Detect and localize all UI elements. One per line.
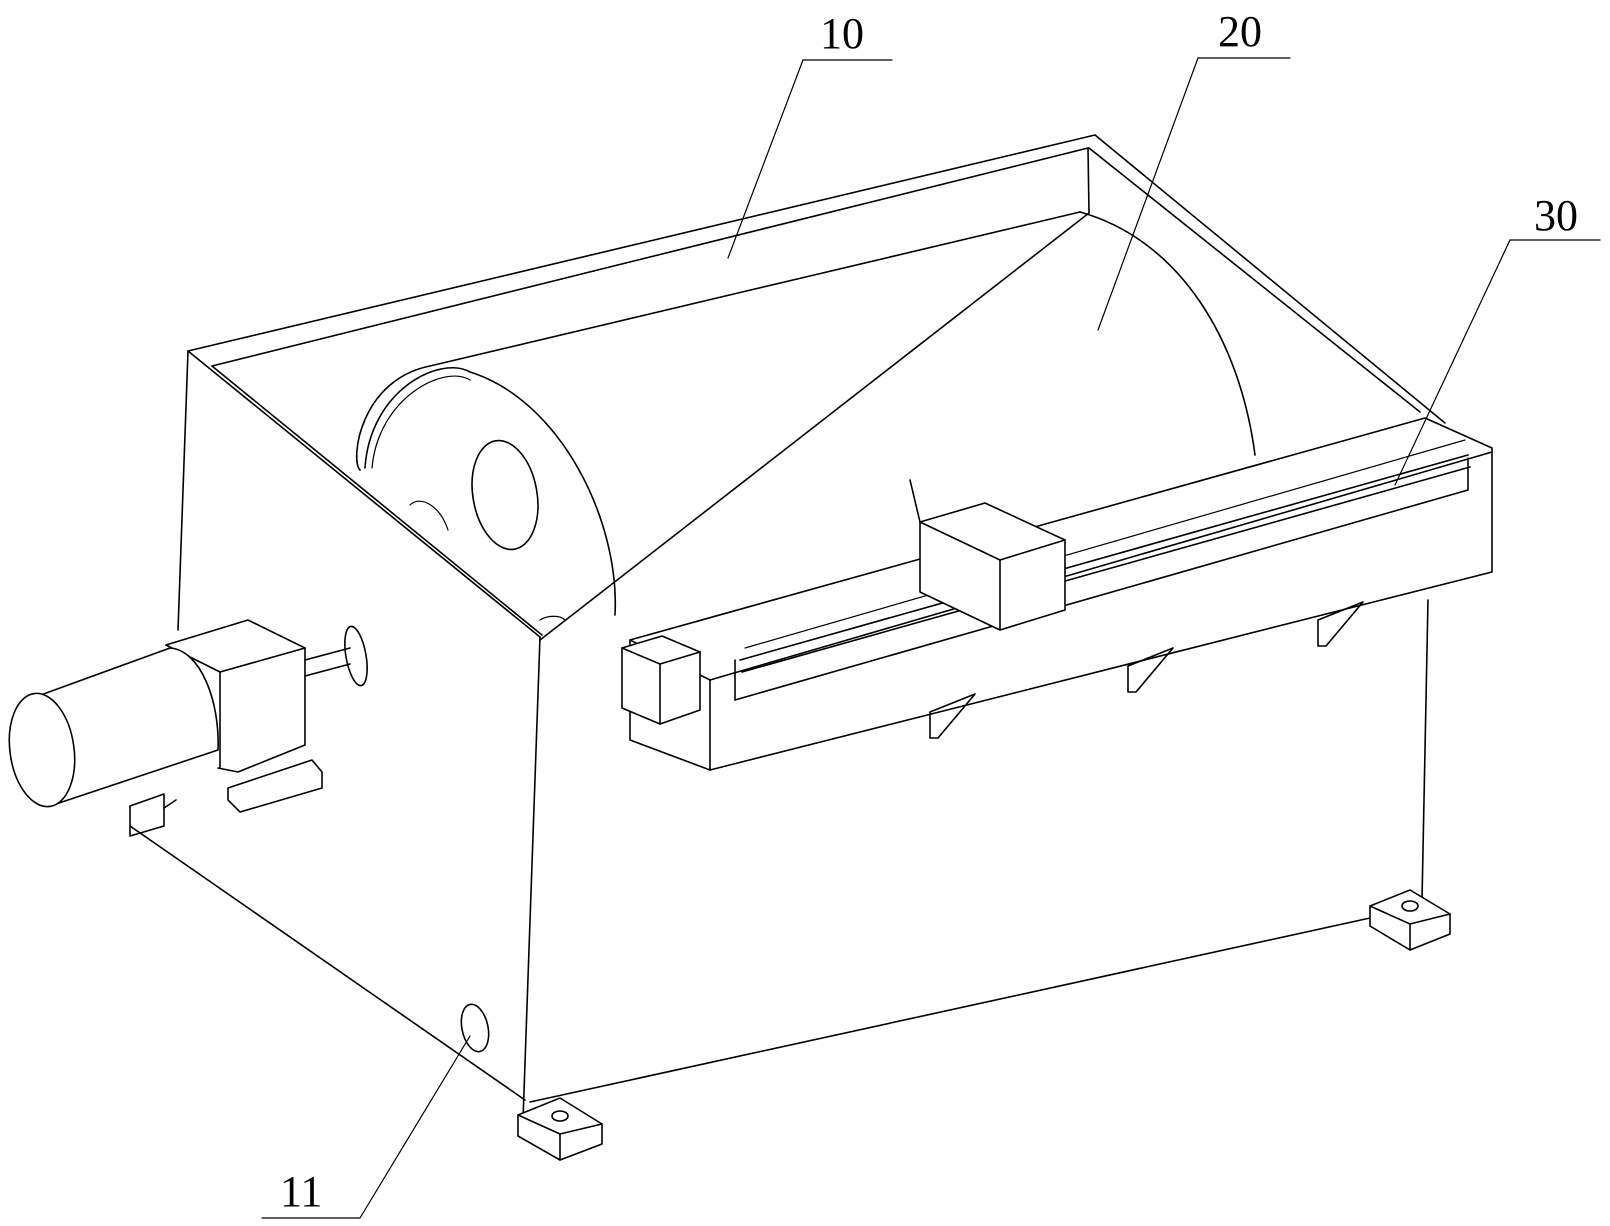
- reference-numerals: 10 20 30 11: [280, 7, 1578, 1216]
- motor: [8, 619, 368, 813]
- label-box: 10: [820, 9, 864, 58]
- feet: [129, 793, 1451, 1161]
- label-rail: 30: [1534, 191, 1578, 240]
- outlet-hole: [460, 1003, 490, 1053]
- label-outlet: 11: [280, 1167, 322, 1216]
- leader-lines: [261, 57, 1601, 1219]
- tank-box: [129, 134, 1446, 1121]
- rail-assembly: [621, 417, 1493, 771]
- label-drum: 20: [1218, 7, 1262, 56]
- drum: [355, 211, 1256, 621]
